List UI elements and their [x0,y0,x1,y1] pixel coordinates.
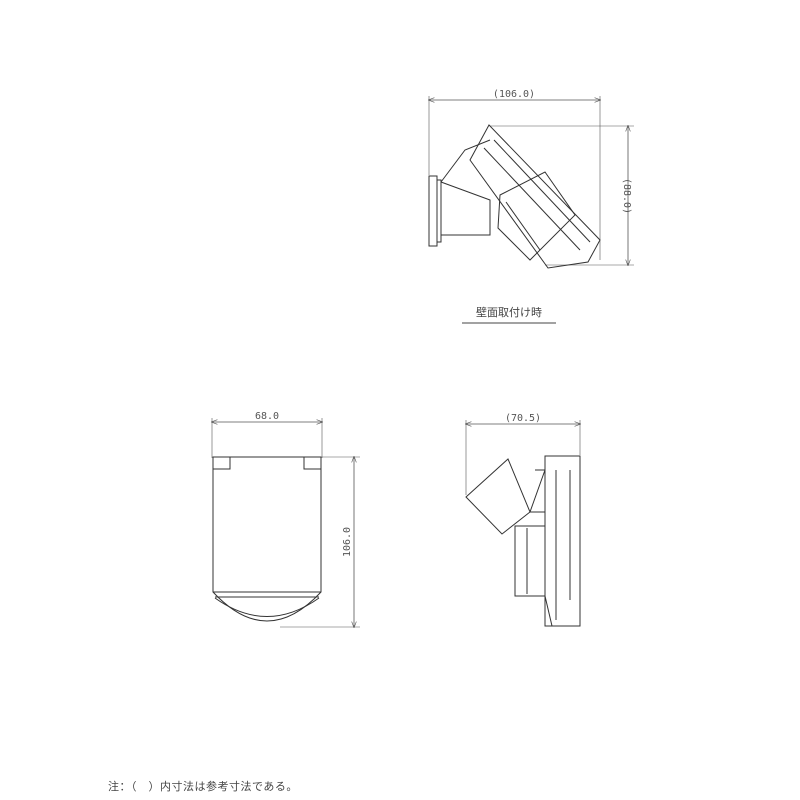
wall-width-dim: (106.0) [493,89,535,100]
front-view [212,418,360,627]
side-view [466,420,580,627]
footnote: 注：（ ）内寸法は参考寸法である。 [108,780,298,793]
side-width-dim: (70.5) [505,413,541,424]
front-width-dim: 68.0 [255,411,279,422]
wall-mount-caption: 壁面取付け時 [476,306,542,319]
wall-mount-view [429,96,634,269]
wall-height-dim: (88.0) [621,178,632,214]
front-height-dim: 106.0 [342,527,353,557]
